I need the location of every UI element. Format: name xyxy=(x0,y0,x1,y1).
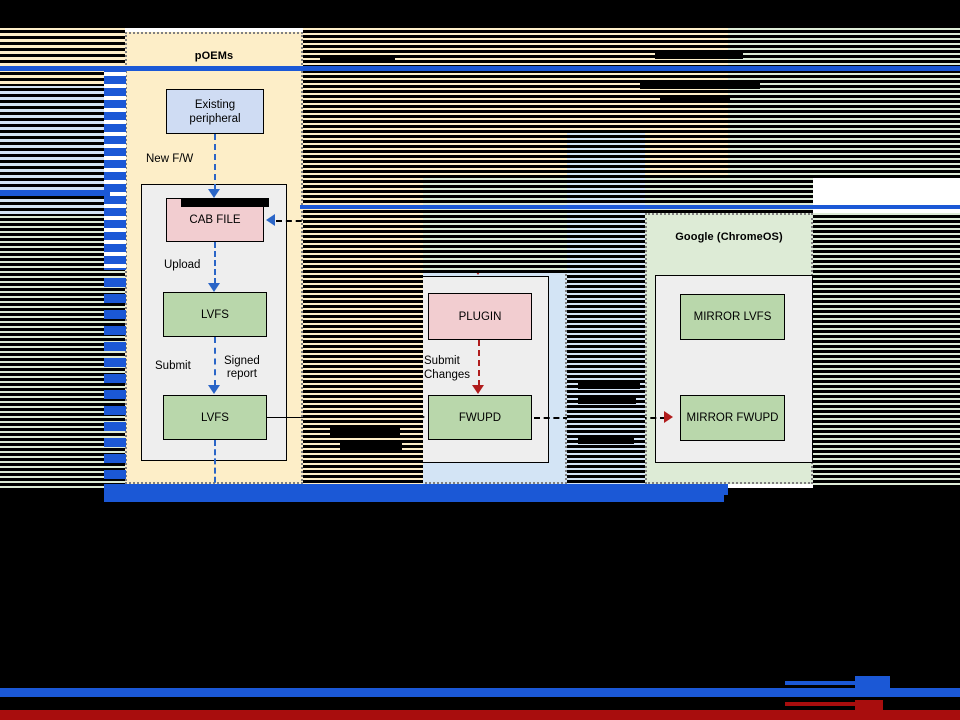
glitch-bar xyxy=(0,688,960,697)
caption-fwupd-test-framework: FWUPD test framework xyxy=(656,574,800,615)
glitch-bar xyxy=(785,702,865,706)
edge-lvfs-downstream xyxy=(214,440,216,492)
arrowhead-existing-to-cab xyxy=(208,189,220,198)
arrowhead-plugin-to-fwupd xyxy=(472,385,484,394)
glitch-bar xyxy=(855,676,890,690)
lane-plugin-title: Plugin Developers/ Chipset Vendors xyxy=(408,151,555,176)
glitch-bar xyxy=(785,681,865,685)
glitch-bar xyxy=(855,700,883,716)
glitch-bar xyxy=(0,710,960,720)
arrowhead-lvfs-to-lvfs xyxy=(208,385,220,394)
node-lvfs-submit-label: LVFS xyxy=(201,411,229,424)
glitch-bar xyxy=(0,0,960,28)
node-lvfs-upload-label: LVFS xyxy=(201,308,229,321)
arrowhead-fwupd-to-mirror-fwupd xyxy=(664,411,673,423)
edge-label-submit: Submit xyxy=(155,360,191,372)
node-cab-file-label: CAB FILE xyxy=(189,214,241,226)
node-mirror-lvfs[interactable]: MIRROR LVFS xyxy=(680,294,785,340)
edge-lvfs-to-fwupd xyxy=(267,417,419,418)
node-mirror-fwupd[interactable]: MIRROR FWUPD xyxy=(680,395,785,441)
node-lvfs-upload[interactable]: LVFS xyxy=(163,292,267,337)
edge-label-upload: Upload xyxy=(164,259,201,271)
edge-fwupd-to-mirror-fwupd xyxy=(534,417,666,419)
node-cab-file[interactable]: CAB FILE xyxy=(166,198,264,242)
glitch-bar xyxy=(104,490,728,495)
edge-label-fwupd-code-change: fwupd code change xyxy=(427,241,482,263)
node-new-peripheral-label: New Peripheral xyxy=(441,214,521,226)
edge-newperipheral-to-cab xyxy=(276,220,430,222)
glitch-bar xyxy=(0,488,960,720)
edge-label-submit-changes: Submit Changes xyxy=(424,355,471,381)
node-existing-peripheral-label: Existing peripheral xyxy=(189,98,241,125)
arrowhead-cab-to-lvfs xyxy=(208,283,220,292)
node-plugin-label: PLUGIN xyxy=(458,310,502,323)
edge-existing-to-cab xyxy=(214,134,216,190)
node-fwupd[interactable]: FWUPD xyxy=(428,395,532,440)
lane-poems-title: pOEMs xyxy=(194,50,234,62)
node-fwupd-label: FWUPD xyxy=(458,411,502,424)
node-new-peripheral[interactable]: New Peripheral xyxy=(431,204,531,236)
node-mirror-fwupd-label: MIRROR FWUPD xyxy=(686,412,779,424)
edge-label-new-fw: New F/W xyxy=(146,153,194,165)
node-existing-peripheral[interactable]: Existing peripheral xyxy=(166,89,264,134)
lane-google-title: Google (ChromeOS) xyxy=(675,231,783,243)
arrowhead-lvfs-to-fwupd xyxy=(415,411,425,423)
glitch-bar xyxy=(104,494,724,502)
edge-label-signed-report: Signed report xyxy=(224,355,260,380)
node-plugin[interactable]: PLUGIN xyxy=(428,293,532,340)
edge-lvfs-to-lvfs xyxy=(214,337,216,386)
node-mirror-lvfs-label: MIRROR LVFS xyxy=(693,311,772,323)
node-lvfs-submit[interactable]: LVFS xyxy=(163,395,267,440)
edge-cab-to-lvfs xyxy=(214,242,216,284)
arrowhead-newperipheral-to-plugin xyxy=(472,266,484,275)
edge-plugin-to-fwupd xyxy=(478,340,480,386)
arrowhead-newperipheral-to-cab xyxy=(266,214,275,226)
edge-top-feedback-line xyxy=(125,68,305,70)
